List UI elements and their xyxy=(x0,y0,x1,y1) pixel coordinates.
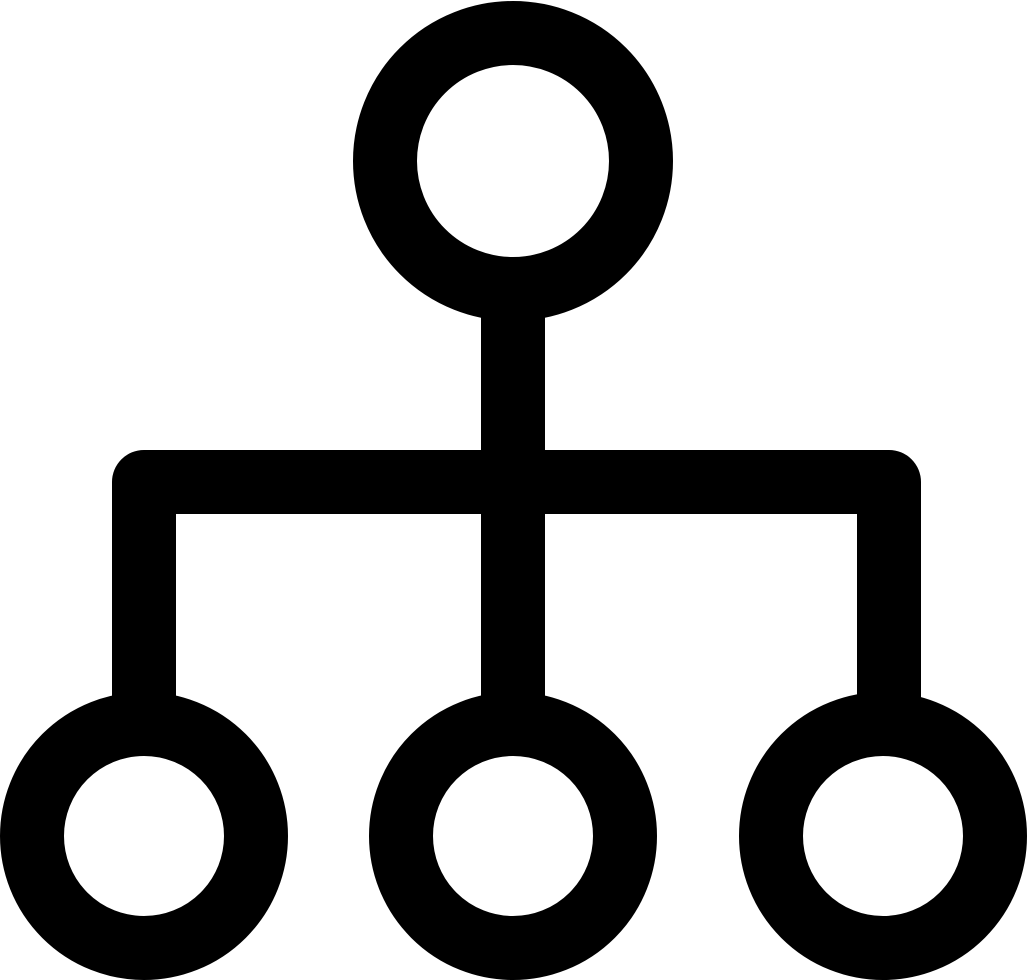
child-node-left-circle xyxy=(0,692,288,980)
child-node-right-circle xyxy=(739,692,1027,980)
child-node-center-circle xyxy=(369,692,657,980)
root-node-circle xyxy=(353,1,673,321)
